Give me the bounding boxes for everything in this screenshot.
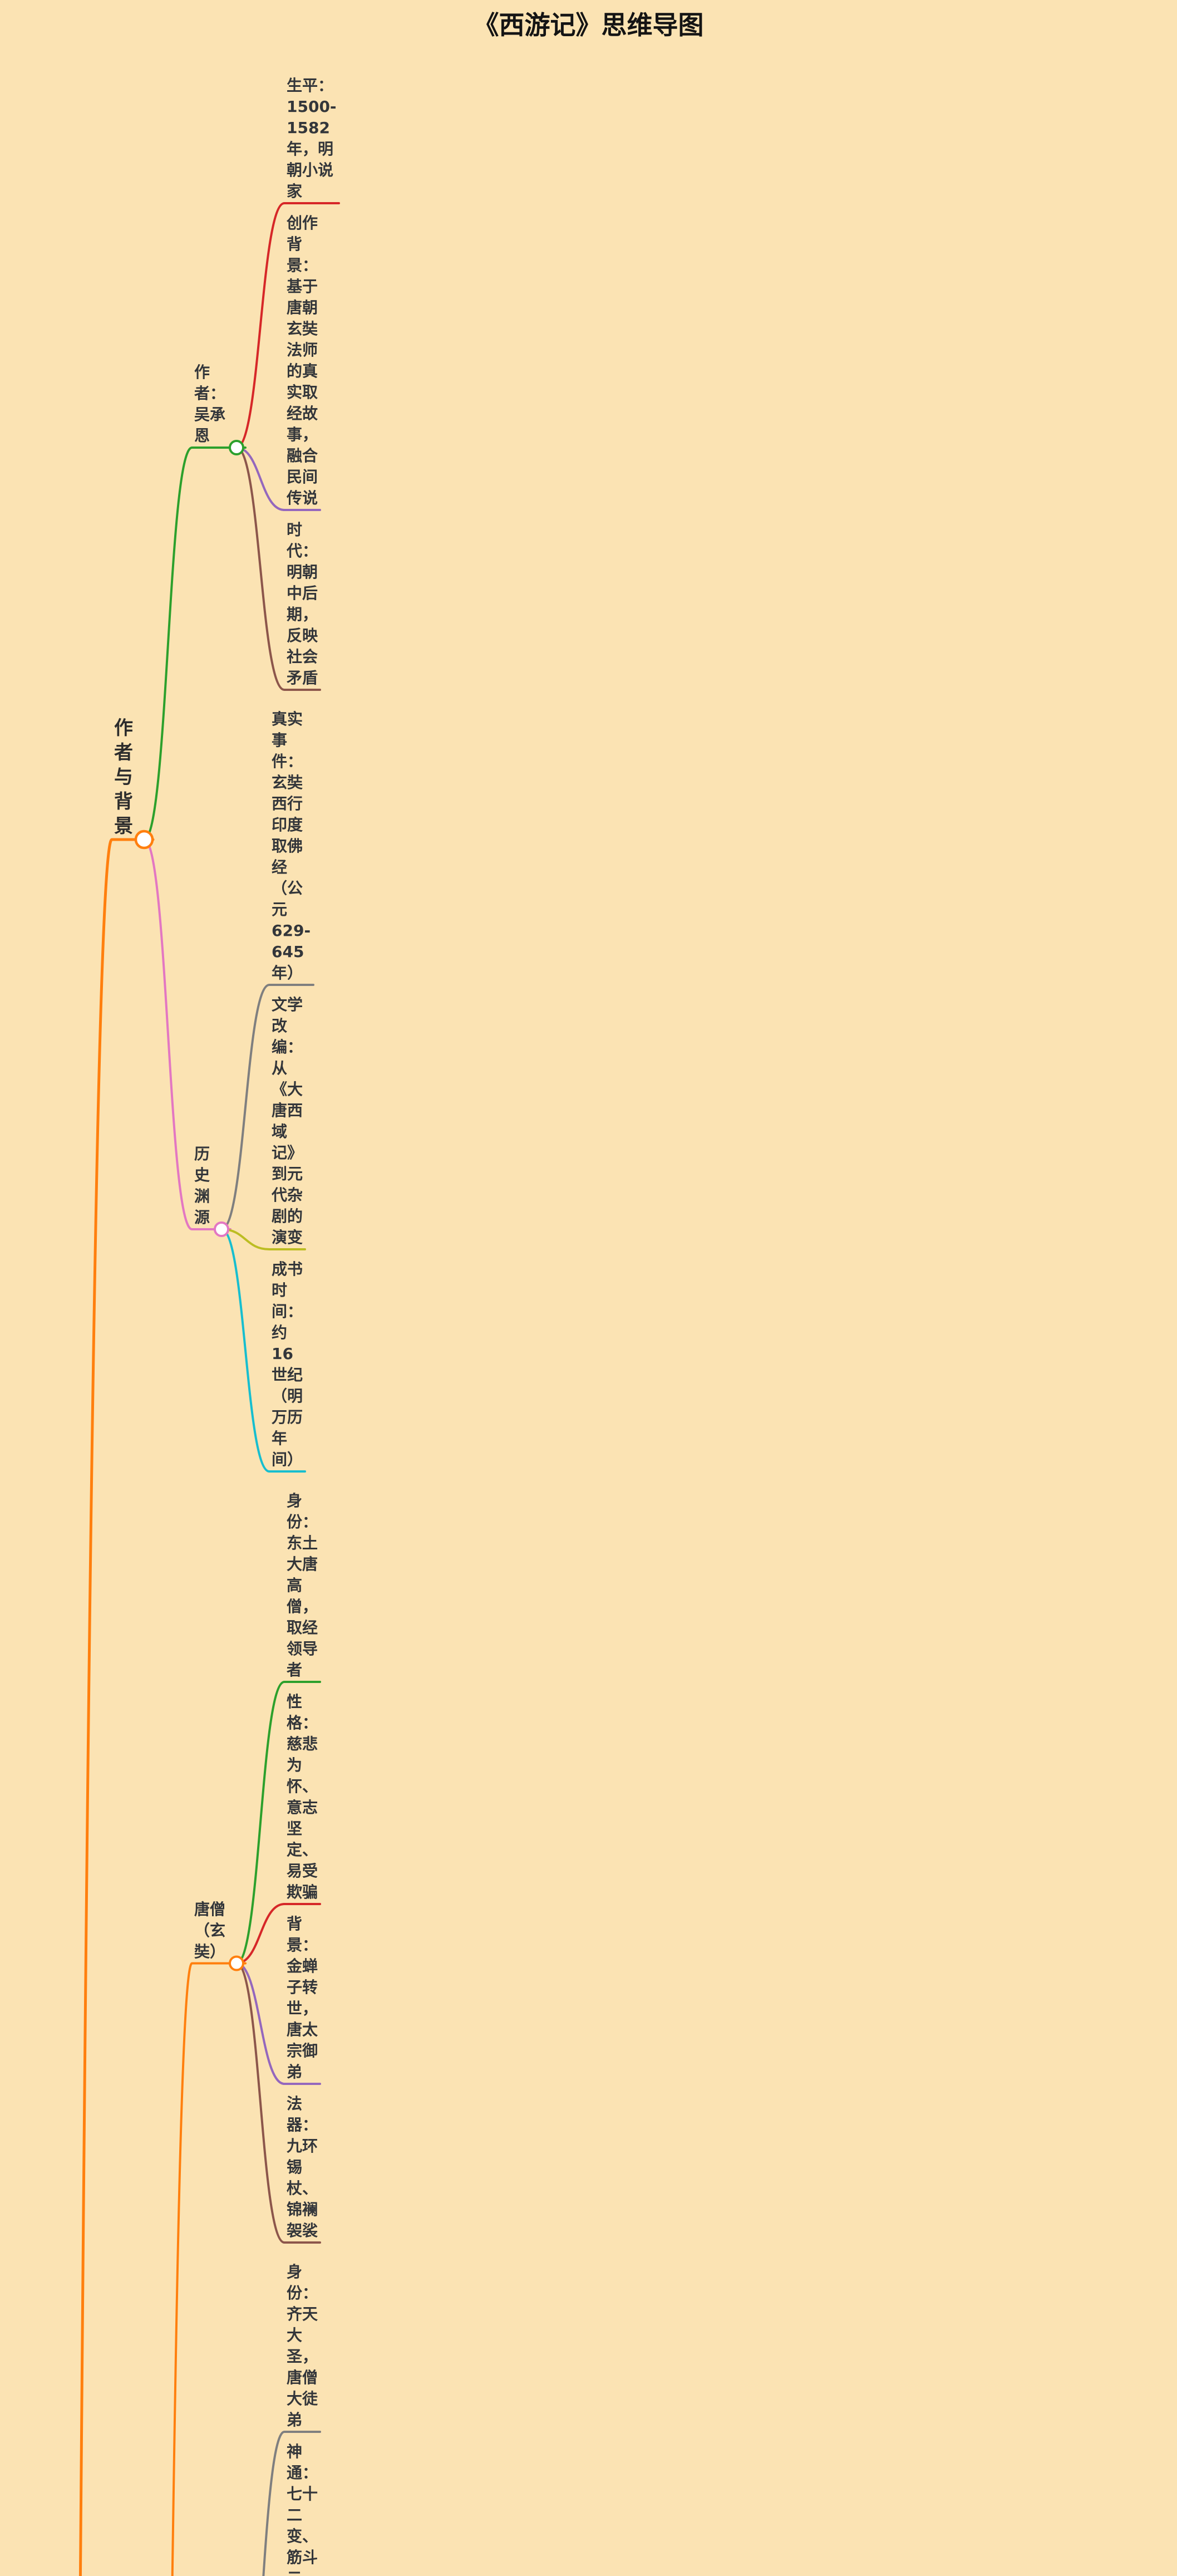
node-label: 时代：明朝中后期，反映社会矛盾 (287, 521, 318, 687)
branch-link (235, 446, 321, 691)
branch-link (171, 1962, 247, 2576)
branch-link (235, 1681, 321, 1965)
node-toggle-circle[interactable] (134, 830, 154, 850)
branch-link (235, 1962, 321, 2085)
node-toggle-circle[interactable] (229, 1955, 244, 1971)
node-label: 背景：金蝉子转世，唐太宗御弟 (287, 1915, 318, 2081)
branch-link (220, 984, 314, 1230)
node-label: 成书时间：约16世纪（明万历年间） (272, 1260, 303, 1469)
branch-link (143, 446, 247, 841)
branch-label: 作者与背景 (114, 717, 133, 837)
node-toggle-circle[interactable] (229, 440, 244, 455)
branch-link (220, 1228, 306, 1473)
node-label: 身份：东土大唐高僧，取经领导者 (287, 1491, 318, 1679)
node-label: 真实事件：玄奘西行印度取佛经（公元629-645年） (272, 710, 311, 982)
node-label: 文学改编：从《大唐西域记》到元代杂剧的演变 (272, 995, 303, 1247)
node-toggle-circle[interactable] (214, 1221, 229, 1237)
node-label: 法器：九环锡杖、锦襕袈裟 (287, 2094, 318, 2240)
branch-link (235, 1962, 321, 2244)
branch-link (78, 838, 155, 2576)
node-label: 历史渊源 (194, 1145, 210, 1226)
node-label: 性格：慈悲为怀、意志坚定、易受欺骗 (287, 1692, 318, 1901)
node-label: 唐僧（玄奘） (194, 1900, 226, 1961)
branch-link (262, 2431, 321, 2576)
branch-link (220, 1228, 306, 1250)
branch-link (235, 446, 321, 511)
node-label: 神通：七十二变、筋斗云、火眼金睛 (287, 2442, 318, 2576)
page-title: 《西游记》思维导图 (473, 10, 704, 40)
node-label: 生平：1500-1582年，明朝小说家 (287, 76, 337, 200)
node-label: 创作背景：基于唐朝玄奘法师的真实取经故事，融合民间传说 (287, 214, 318, 507)
node-label: 作者：吴承恩 (194, 363, 226, 445)
branch-link (143, 838, 232, 1230)
branch-link (235, 202, 340, 449)
branch-link (235, 1903, 321, 1965)
node-label: 身份：齐天大圣，唐僧大徒弟 (287, 2263, 318, 2429)
